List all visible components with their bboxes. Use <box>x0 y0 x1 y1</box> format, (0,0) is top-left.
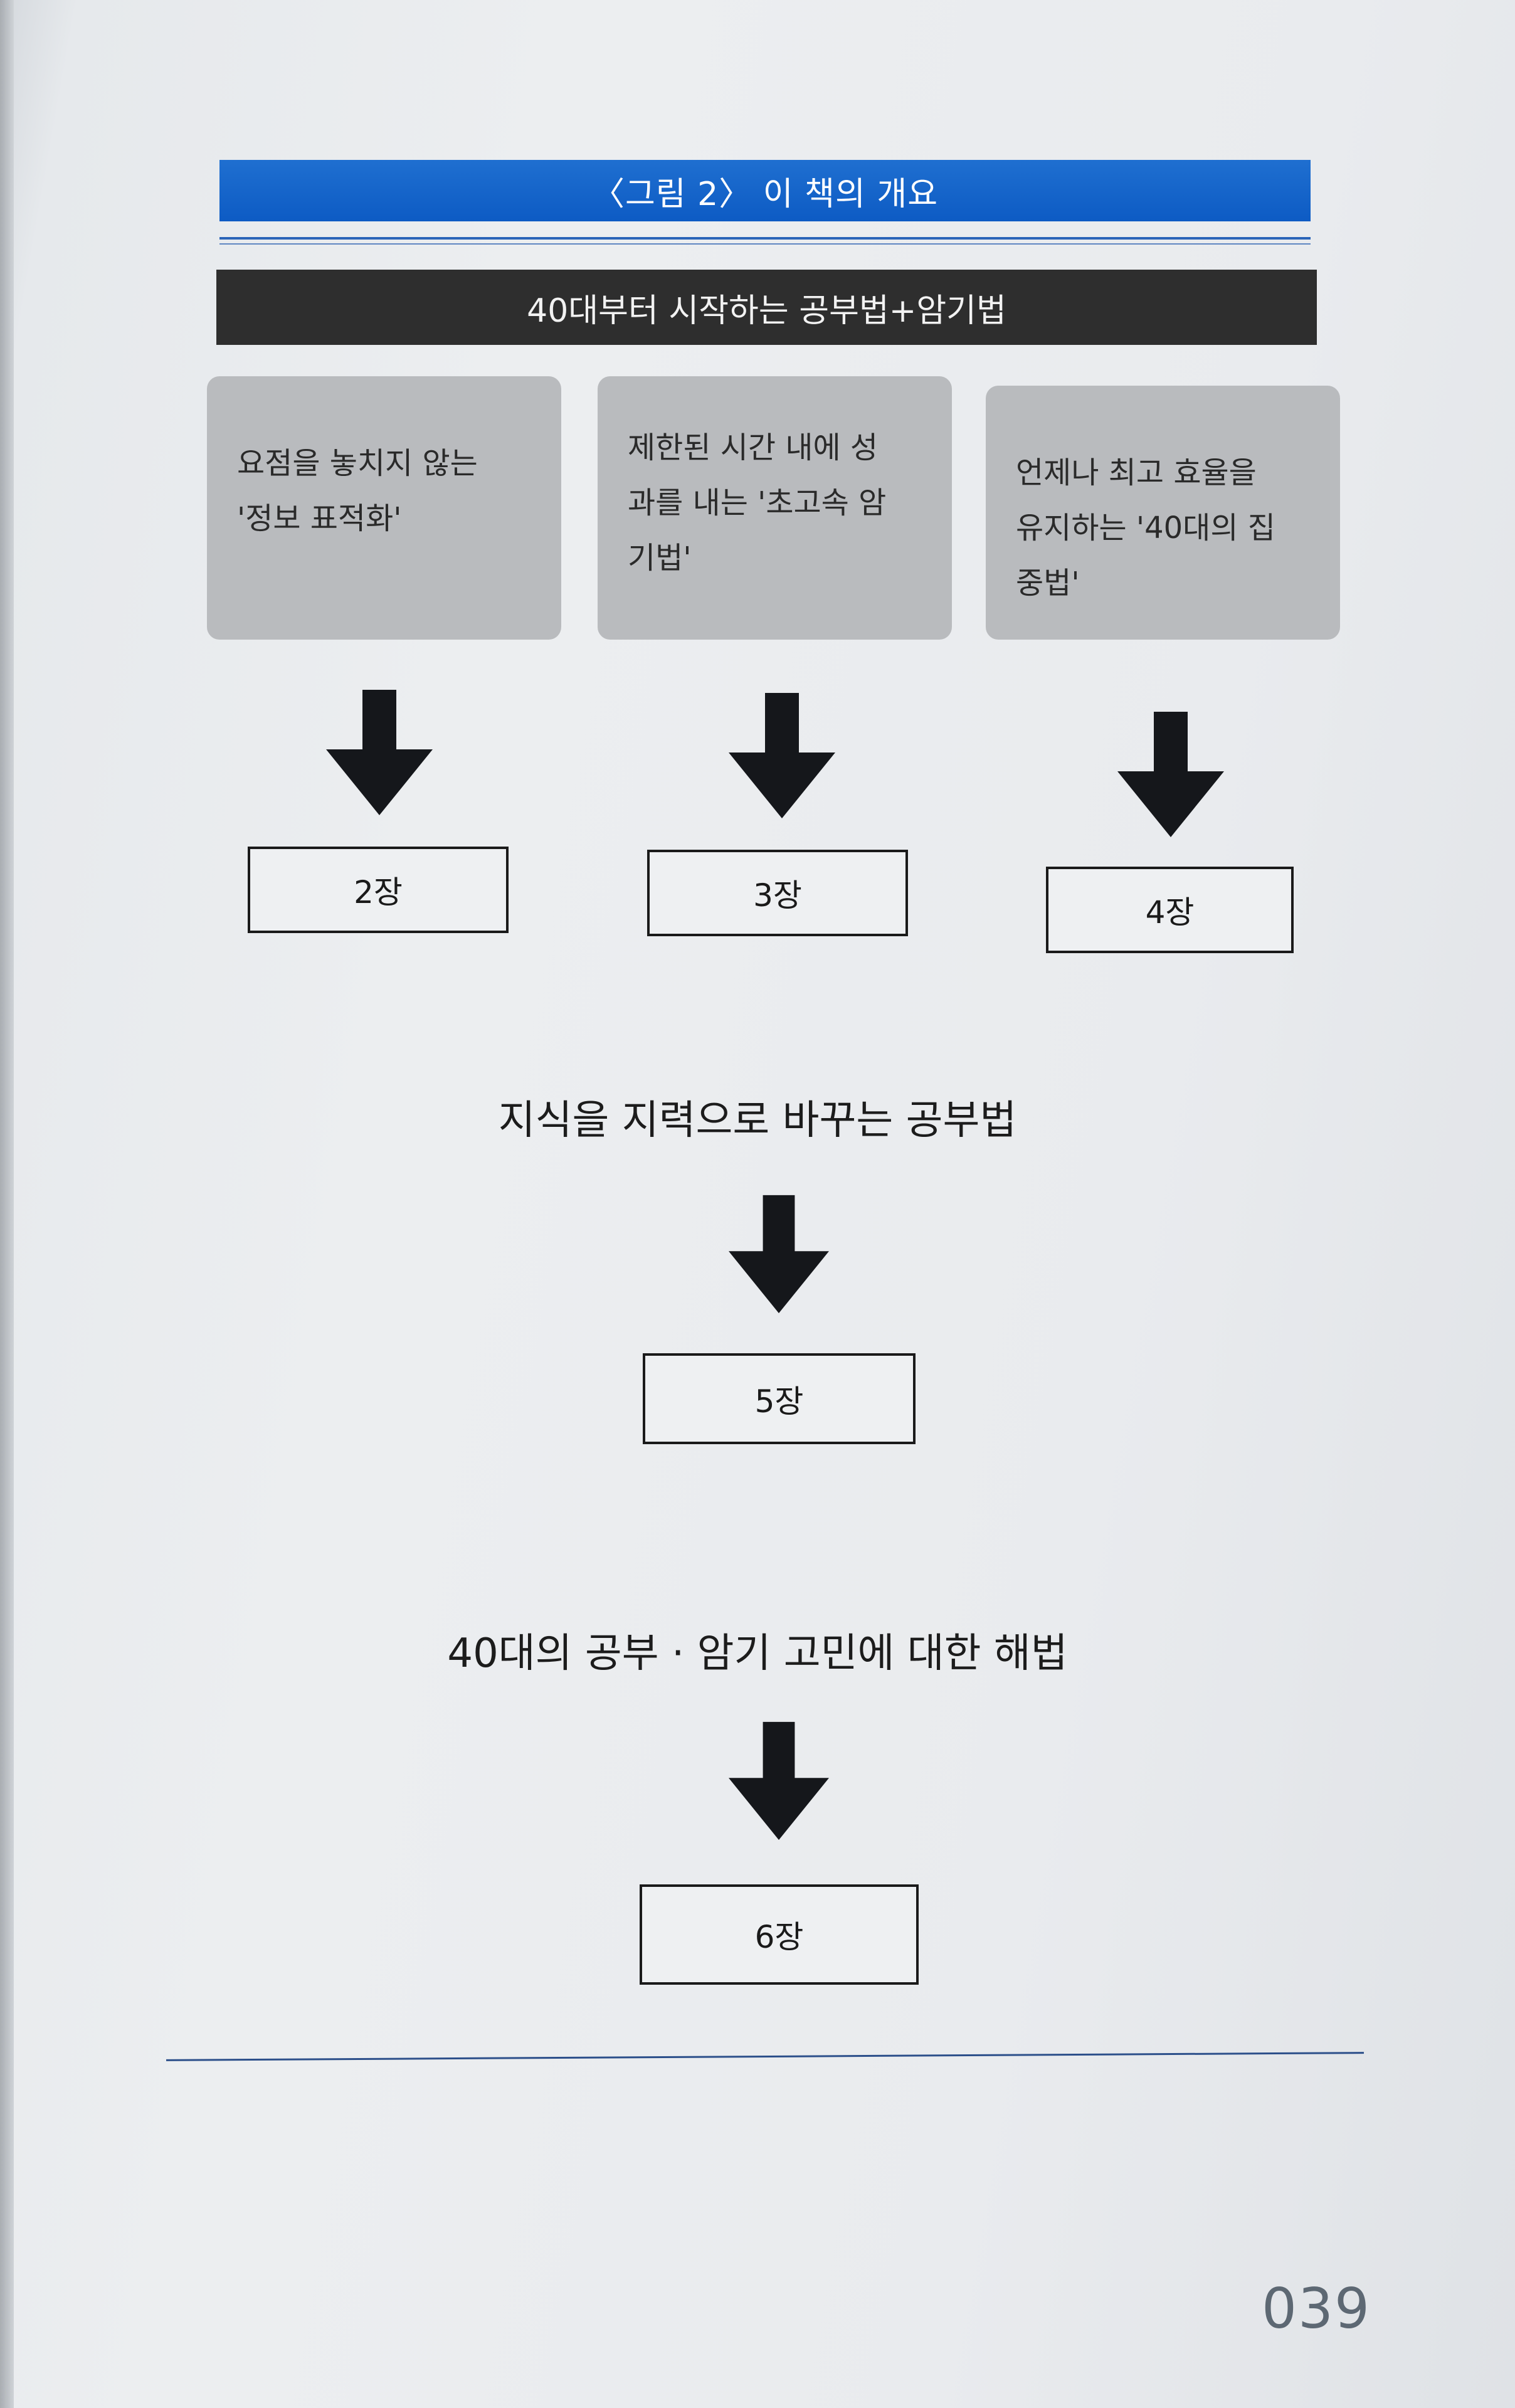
figure-title: 〈그림 2〉 이 책의 개요 <box>219 160 1311 221</box>
chapter-box-6: 6장 <box>640 1884 919 1985</box>
down-arrow-icon <box>326 690 433 815</box>
chapter-box-4: 4장 <box>1046 867 1294 953</box>
method-box-info-targeting: 요점을 놓치지 않는 '정보 표적화' <box>207 376 561 640</box>
title-rule-thin <box>219 243 1311 245</box>
banner-title: 40대부터 시작하는 공부법+암기법 <box>216 270 1317 345</box>
method-box-fast-memorization: 제한된 시간 내에 성 과를 내는 '초고속 암 기법' <box>598 376 952 640</box>
bottom-rule <box>166 2052 1364 2061</box>
page-number: 039 <box>1262 2276 1371 2341</box>
method-box-concentration: 언제나 최고 효율을 유지하는 '40대의 집 중법' <box>986 386 1340 640</box>
page-edge <box>0 0 14 2408</box>
caption-knowledge: 지식을 지력으로 바꾸는 공부법 <box>498 1097 1017 1144</box>
down-arrow-icon <box>729 1191 829 1317</box>
down-arrow-icon <box>729 693 835 818</box>
down-arrow-icon <box>1117 712 1224 837</box>
chapter-box-3: 3장 <box>647 850 908 936</box>
down-arrow-icon <box>729 1715 829 1847</box>
title-rule <box>219 237 1311 240</box>
caption-solutions: 40대의 공부 · 암기 고민에 대한 해법 <box>447 1630 1068 1677</box>
chapter-box-5: 5장 <box>643 1353 916 1444</box>
chapter-box-2: 2장 <box>248 847 509 933</box>
